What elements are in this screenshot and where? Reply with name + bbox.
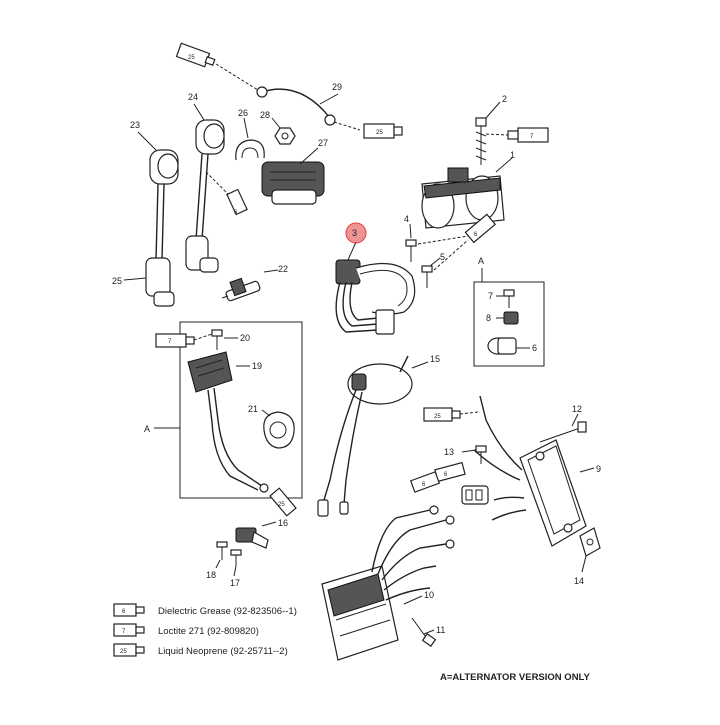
svg-text:7: 7 <box>168 339 172 345</box>
tube-6-on-leads: 6 <box>226 188 248 216</box>
part-11-screw[interactable] <box>411 617 437 647</box>
part-5-screw[interactable] <box>421 265 433 288</box>
callout-14: 14 <box>574 576 584 586</box>
part-27-coil[interactable] <box>261 161 325 205</box>
callout-10: 10 <box>424 590 434 600</box>
part-29-ground-strap[interactable] <box>215 63 361 131</box>
callout-26: 26 <box>238 108 248 118</box>
callout-3: 3 <box>352 228 357 238</box>
svg-text:Loctite 271 (92-809820): Loctite 271 (92-809820) <box>158 626 259 637</box>
svg-text:6: 6 <box>122 609 126 615</box>
inset-a-label-left: A <box>144 424 150 434</box>
inset-a-left-box <box>179 321 303 499</box>
callout-4: 4 <box>404 214 409 224</box>
tube-25-near-16: 25 <box>269 487 297 517</box>
callout-29: 29 <box>332 82 342 92</box>
tube-6-near-5: 6 <box>464 213 497 244</box>
part-15-harness[interactable] <box>317 355 413 517</box>
svg-text:25: 25 <box>188 55 195 61</box>
part-1-ignition-coils[interactable] <box>421 167 505 229</box>
svg-text:Dielectric Grease (92-823506--: Dielectric Grease (92-823506--1) <box>158 606 297 617</box>
callout-24: 24 <box>188 92 198 102</box>
svg-text:6: 6 <box>444 472 448 478</box>
callout-9: 9 <box>596 464 601 474</box>
svg-text:7: 7 <box>530 134 534 140</box>
callout-7: 7 <box>488 291 493 301</box>
callout-17: 17 <box>230 578 240 588</box>
tube-25-switchbox: 25 <box>423 407 461 422</box>
callout-1: 1 <box>510 150 515 160</box>
callout-16: 16 <box>278 518 288 528</box>
tube-25-top: 25 <box>175 42 216 68</box>
part-18-screw[interactable] <box>216 541 228 560</box>
part-10-module[interactable] <box>321 505 455 661</box>
part-20-screw[interactable] <box>211 329 223 350</box>
part-21-clamp[interactable] <box>263 411 295 449</box>
svg-text:Liquid Neoprene (92-25711--2): Liquid Neoprene (92-25711--2) <box>158 646 288 657</box>
alternator-note: A=ALTERNATOR VERSION ONLY <box>440 672 590 683</box>
tube-7-near-2: 7 <box>507 127 549 143</box>
tube-6-near-13: 6 <box>434 461 466 483</box>
part-28-nut[interactable] <box>274 127 296 145</box>
svg-text:6: 6 <box>422 482 426 488</box>
callout-28: 28 <box>260 110 270 120</box>
callout-18: 18 <box>206 570 216 580</box>
part-16-bracket[interactable] <box>235 527 269 549</box>
part-24-spark-plug-lead[interactable] <box>185 119 225 273</box>
svg-text:6: 6 <box>234 210 238 216</box>
svg-text:7: 7 <box>122 629 126 635</box>
svg-text:25: 25 <box>434 414 441 420</box>
legend-item-loctite: 7 Loctite 271 (92-809820) <box>113 623 259 637</box>
callout-23: 23 <box>130 120 140 130</box>
part-12-bolt[interactable] <box>539 421 587 443</box>
part-14-bracket[interactable] <box>579 527 601 557</box>
part-23-spark-plug-lead[interactable] <box>145 149 179 307</box>
highlight-marker[interactable] <box>345 222 367 244</box>
svg-text:25: 25 <box>120 649 127 655</box>
callout-12: 12 <box>572 404 582 414</box>
svg-text:25: 25 <box>278 502 285 508</box>
callout-20: 20 <box>240 333 250 343</box>
callout-6-lower: 6 <box>524 570 529 580</box>
callout-6-inset: 6 <box>532 343 537 353</box>
callout-5: 5 <box>440 252 445 262</box>
inset-a-label-top: A <box>478 256 484 266</box>
connector-plug[interactable] <box>461 485 489 505</box>
svg-text:6: 6 <box>474 232 478 238</box>
tube-25-lower-left: 6 <box>409 471 441 493</box>
inset-a-box <box>473 281 545 367</box>
callout-2: 2 <box>502 94 507 104</box>
callout-21: 21 <box>248 404 258 414</box>
part-9-switch-box[interactable] <box>473 395 587 547</box>
legend: 6 Dielectric Grease (92-823506--1) 7 Loc… <box>113 603 297 657</box>
part-19-regulator[interactable] <box>187 351 269 493</box>
tube-7-near-20: 7 <box>155 333 195 348</box>
callout-11: 11 <box>436 625 445 635</box>
callout-25: 25 <box>112 276 122 286</box>
part-17-screw[interactable] <box>230 549 242 566</box>
callout-22: 22 <box>278 264 288 274</box>
part-13-screw[interactable] <box>475 445 487 464</box>
part-2-bolt[interactable] <box>475 117 487 165</box>
part-4-screw[interactable] <box>405 239 417 262</box>
part-3-stator[interactable] <box>335 259 416 335</box>
callout-15: 15 <box>430 354 440 364</box>
callout-13: 13 <box>444 447 454 457</box>
part-7-screw[interactable] <box>503 289 515 308</box>
svg-text:25: 25 <box>376 130 383 136</box>
callout-19: 19 <box>252 361 262 371</box>
tube-25-right-of-29: 25 <box>363 123 403 139</box>
legend-item-liquid-neoprene: 25 Liquid Neoprene (92-25711--2) <box>113 643 288 657</box>
part-22-spark-plug[interactable] <box>221 277 261 302</box>
part-6-grommet[interactable] <box>487 337 517 355</box>
part-26-clamp[interactable] <box>235 139 265 161</box>
part-8-clip[interactable] <box>503 311 519 325</box>
callout-8: 8 <box>486 313 491 323</box>
callout-27: 27 <box>318 138 328 148</box>
legend-item-dielectric-grease: 6 Dielectric Grease (92-823506--1) <box>113 603 297 617</box>
